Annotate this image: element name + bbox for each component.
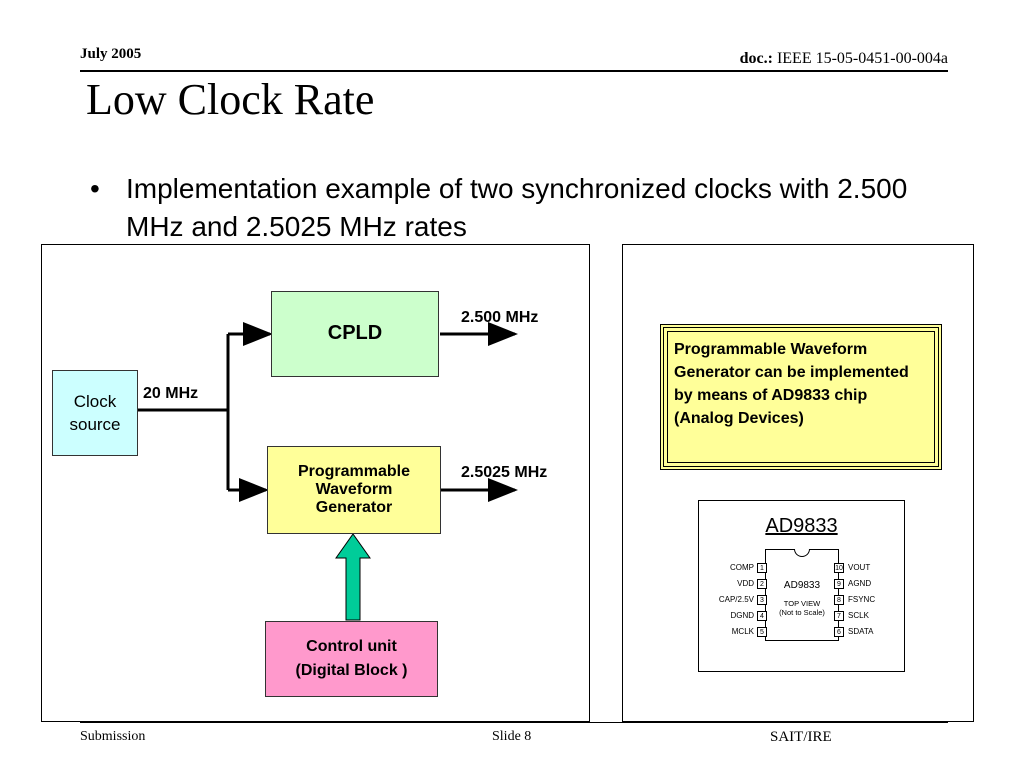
- control-arrow: [335, 533, 371, 621]
- pin-name: MCLK: [731, 627, 754, 636]
- bullet-text: Implementation example of two synchroniz…: [126, 173, 908, 242]
- note-text: Programmable Waveform Generator can be i…: [674, 341, 909, 427]
- pin-number: 3: [757, 595, 767, 605]
- clock-source-box: Clock source: [52, 370, 138, 456]
- note-box: Programmable Waveform Generator can be i…: [660, 324, 942, 470]
- pin-name: SCLK: [848, 611, 869, 620]
- pin-name: SDATA: [848, 627, 874, 636]
- pin-number: 5: [757, 627, 767, 637]
- pin-number: 2: [757, 579, 767, 589]
- bullet-marker: •: [90, 173, 100, 204]
- chip-body-sub2: (Not to Scale): [779, 608, 825, 617]
- pin-name: VDD: [737, 579, 754, 588]
- chip-notch: [794, 549, 810, 557]
- footer-rule: [80, 722, 948, 723]
- pin-number: 9: [834, 579, 844, 589]
- control-unit-line2: (Digital Block ): [295, 662, 408, 679]
- clock-source-label: Clock source: [69, 392, 121, 434]
- pin-number: 8: [834, 595, 844, 605]
- pin-name: FSYNC: [848, 595, 876, 604]
- note-inner-border: [667, 331, 935, 463]
- pwg-box: Programmable Waveform Generator: [267, 446, 441, 534]
- header-rule: [80, 70, 948, 72]
- pwg-label: Programmable Waveform Generator: [297, 463, 411, 516]
- pin-name: CAP/2.5V: [718, 595, 754, 604]
- control-unit-line1: Control unit: [306, 638, 397, 655]
- chip-pinout-panel: AD9833 AD9833 TOP VIEW (Not to Scale) 1 …: [698, 500, 905, 672]
- pwg-output-freq: 2.5025 MHz: [461, 464, 548, 481]
- footer-slide-number: Slide 8: [492, 729, 532, 744]
- slide-title: Low Clock Rate: [86, 75, 375, 124]
- cpld-output-freq: 2.500 MHz: [461, 309, 539, 326]
- pin-name: DGND: [730, 611, 754, 620]
- pin-name: VOUT: [848, 563, 871, 572]
- chip-title: AD9833: [765, 515, 838, 537]
- chip-body: AD9833 TOP VIEW (Not to Scale): [765, 549, 839, 641]
- chip-body-name: AD9833: [783, 580, 821, 591]
- pin-number: 10: [834, 563, 844, 573]
- pin-number: 1: [757, 563, 767, 573]
- cpld-label: CPLD: [327, 322, 383, 344]
- pin-number: 6: [834, 627, 844, 637]
- footer-submission: Submission: [80, 729, 146, 744]
- header-doc-id: doc.: IEEE 15-05-0451-00-004a: [740, 50, 948, 68]
- header-date: July 2005: [80, 46, 142, 62]
- clock-freq-label: 20 MHz: [143, 385, 199, 402]
- pin-number: 7: [834, 611, 844, 621]
- doc-prefix: doc.:: [739, 50, 773, 67]
- pin-number: 4: [757, 611, 767, 621]
- footer-org: SAIT/IRE: [770, 729, 832, 745]
- cpld-box: CPLD: [271, 291, 439, 377]
- chip-body-sub1: TOP VIEW: [783, 599, 821, 608]
- pin-name: COMP: [730, 563, 754, 572]
- control-unit-box: Control unit (Digital Block ): [265, 621, 438, 697]
- doc-number: IEEE 15-05-0451-00-004a: [776, 50, 948, 67]
- pin-name: AGND: [848, 579, 872, 588]
